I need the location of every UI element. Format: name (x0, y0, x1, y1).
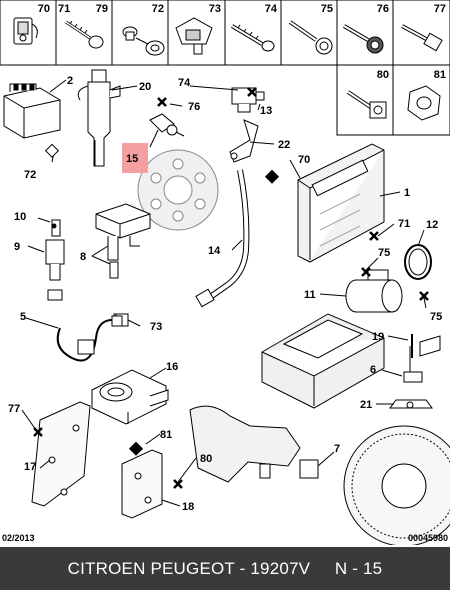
bolt-77-drawing (401, 24, 443, 52)
sensor-74-drawing (231, 87, 265, 113)
callout-81: 81 (160, 429, 172, 441)
footer-bar: CITROEN PEUGEOT - 19207V N - 15 (0, 547, 450, 590)
callout-13: 13 (260, 105, 272, 117)
reluctor-wheel-drawing (137, 149, 219, 231)
bracket-18-drawing (121, 449, 163, 519)
callout-1: 1 (404, 187, 410, 199)
document-number: 00045980 (408, 533, 448, 543)
screw-80-drawing (346, 90, 387, 119)
callout-19: 19 (372, 331, 384, 343)
grid-label-77: 77 (434, 3, 446, 15)
callout-70: 70 (298, 154, 310, 166)
markers (33, 87, 429, 489)
engine-cover-drawing (261, 313, 385, 409)
callout-10: 10 (14, 211, 26, 223)
grid-label-75: 75 (321, 3, 333, 15)
ecu-1-drawing (297, 143, 385, 263)
grid-label-80: 80 (377, 69, 389, 81)
callout-74: 74 (178, 77, 191, 89)
pipe-14-drawing (195, 169, 250, 308)
bracket-17-drawing (31, 401, 91, 507)
callout-5: 5 (20, 311, 26, 323)
sensor-16-drawing (91, 369, 169, 425)
callout-15: 15 (126, 153, 138, 165)
clip-70-drawing (13, 17, 38, 45)
callout-22: 22 (278, 139, 290, 151)
callout-2: 2 (67, 75, 73, 87)
screw-75-drawing (288, 20, 333, 55)
grid-label-81: 81 (434, 69, 446, 81)
exploded-parts-diagram: 70 71 79 72 73 74 75 76 77 80 81 (0, 0, 450, 545)
callout-76: 76 (188, 101, 200, 113)
grommet-72-drawing (122, 26, 165, 56)
part-reference-caption: CITROEN PEUGEOT - 19207V N - 15 (67, 558, 383, 578)
grid-label-72: 72 (152, 3, 164, 15)
maf-sensor-11-drawing (345, 269, 403, 313)
callout-12: 12 (426, 219, 438, 231)
harness-7-drawing (189, 405, 319, 483)
callout-71: 71 (398, 218, 410, 230)
callout-8: 8 (80, 251, 86, 263)
highlight-15-background (122, 143, 148, 173)
callout-17: 17 (24, 461, 36, 473)
callout-16: 16 (166, 361, 178, 373)
callout-9: 9 (14, 241, 20, 253)
callout-73: 73 (150, 321, 162, 333)
grid-label-74: 74 (265, 3, 278, 15)
grid-label-76: 76 (377, 3, 389, 15)
callout-18: 18 (182, 501, 194, 513)
bracket-21-drawing (389, 399, 433, 409)
callout-75-upper: 75 (378, 247, 390, 259)
bracket-22-drawing (229, 119, 259, 163)
temp-sensor-9-drawing (45, 239, 65, 301)
callout-21: 21 (360, 399, 372, 411)
clip-73-drawing (175, 17, 213, 55)
grid-label-73: 73 (209, 3, 221, 15)
screw-71-drawing (65, 20, 104, 49)
nut-81-drawing (407, 85, 441, 121)
fastener-grid (0, 0, 450, 136)
callout-7: 7 (334, 443, 340, 455)
sensor-8-drawing (95, 203, 151, 279)
cross-marker (33, 87, 429, 489)
callout-80: 80 (200, 453, 212, 465)
callout-20: 20 (139, 81, 151, 93)
date-code: 02/2013 (2, 533, 35, 543)
callout-75-lower: 75 (430, 311, 442, 323)
callout-72: 72 (24, 169, 36, 181)
callout-6: 6 (370, 364, 376, 376)
connector-box-2-drawing (3, 83, 61, 139)
bolt-76-drawing (342, 24, 384, 54)
grid-label-79: 79 (96, 3, 108, 15)
callout-77: 77 (8, 403, 20, 415)
grid-label-71: 71 (58, 3, 70, 15)
screw-74-drawing (230, 24, 275, 52)
sensor-6-drawing (403, 334, 441, 383)
flywheel-drawing (343, 425, 450, 545)
grid-label-70: 70 (38, 3, 50, 15)
callout-14: 14 (208, 245, 221, 257)
crank-sensor-15-drawing (149, 113, 185, 137)
leader-lines (21, 79, 427, 507)
callout-11: 11 (304, 289, 316, 301)
